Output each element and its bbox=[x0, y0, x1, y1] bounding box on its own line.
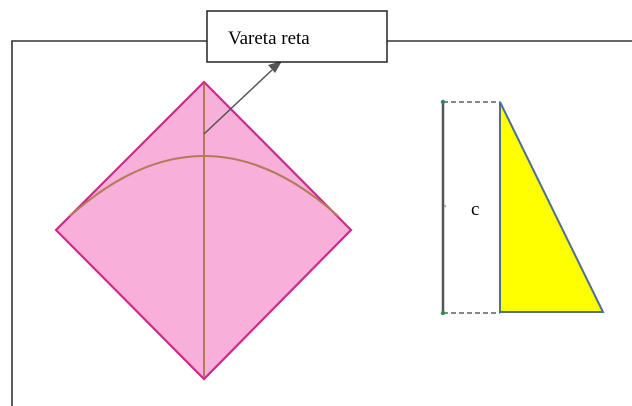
height-label: c bbox=[471, 199, 479, 220]
dimension-bottom-dot bbox=[440, 310, 446, 316]
callout-arrow-line bbox=[203, 69, 273, 135]
frame-border bbox=[11, 40, 632, 406]
dimension-mid-dot bbox=[443, 204, 447, 208]
yellow-triangle bbox=[499, 101, 605, 313]
callout-box bbox=[206, 10, 388, 63]
callout-label: Vareta reta bbox=[228, 28, 310, 49]
callout-arrowhead-icon bbox=[268, 61, 282, 73]
dimension-top-dot bbox=[440, 99, 446, 105]
